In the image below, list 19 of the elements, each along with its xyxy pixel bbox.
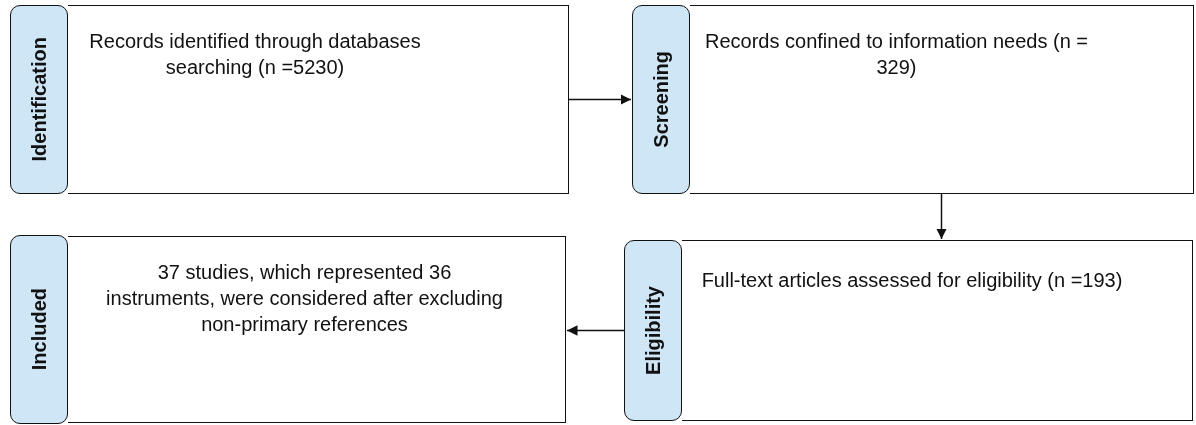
process-box bbox=[690, 5, 1194, 194]
stage-tab bbox=[10, 5, 68, 194]
process-box bbox=[68, 5, 569, 194]
stage-label: Identification bbox=[27, 37, 51, 162]
box-text: Records identified through databases searching (n =5230) bbox=[88, 29, 422, 80]
stage-label: Screening bbox=[649, 51, 673, 148]
stage-tab bbox=[632, 5, 690, 194]
box-text: Records confined to information needs (n = 329) bbox=[704, 29, 1089, 80]
stage-tab bbox=[624, 240, 682, 421]
process-box bbox=[68, 236, 566, 423]
box-text: 37 studies, which represented 36 instruments, were considered after excluding non-primary references bbox=[105, 260, 504, 337]
process-box bbox=[682, 240, 1193, 421]
arrow bbox=[568, 94, 632, 105]
box-text: Full-text articles assessed for eligibility (n =193) bbox=[700, 268, 1124, 293]
arrow bbox=[566, 325, 625, 336]
arrow bbox=[936, 193, 947, 240]
stage-label: Eligibility bbox=[641, 286, 665, 375]
stage-tab bbox=[10, 235, 68, 424]
stage-label: Included bbox=[27, 288, 51, 371]
